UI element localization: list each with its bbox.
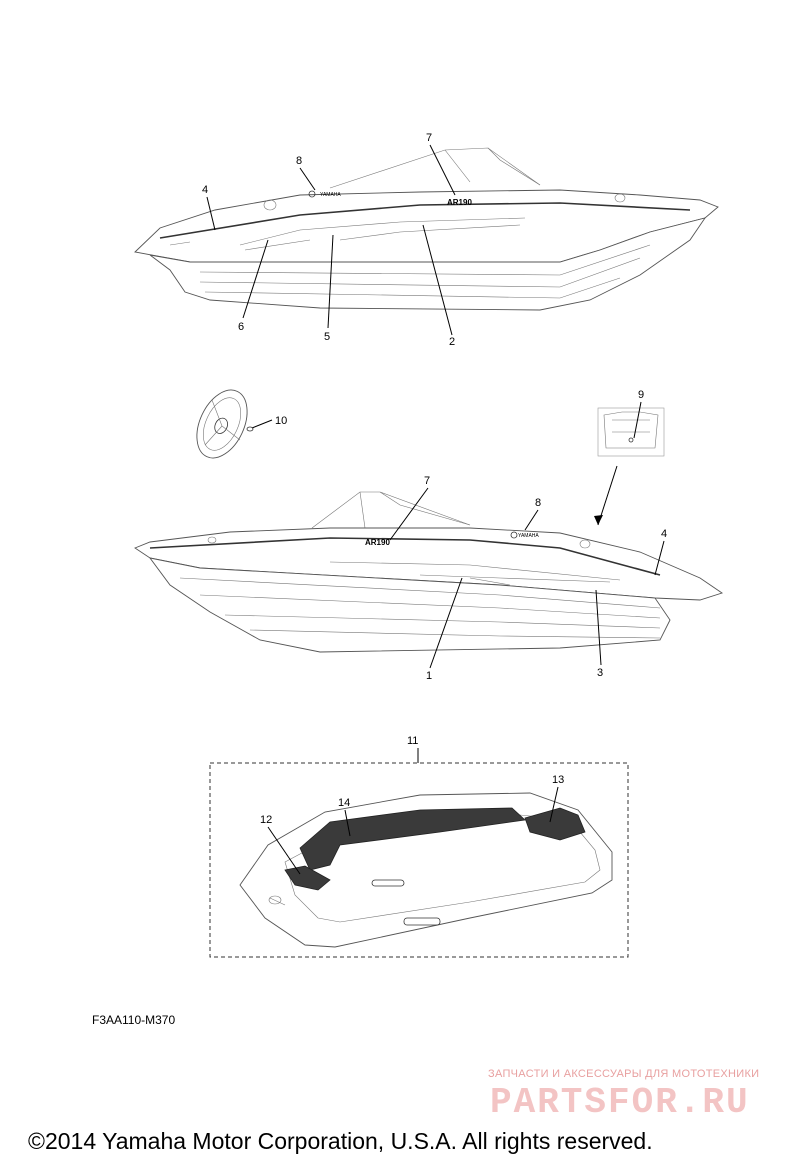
stern-inset: 9 [594, 389, 665, 526]
copyright-notice: ©2014 Yamaha Motor Corporation, U.S.A. A… [28, 1128, 653, 1154]
yamaha-logo-decal-middle: YAMAHA [518, 533, 539, 539]
callout-12: 12 [260, 814, 272, 826]
boat-middle-view: AR190 YAMAHA 7 8 4 1 3 [134, 475, 724, 682]
watermark-logo: PARTSFOR.RU [490, 1082, 750, 1123]
callout-4: 4 [202, 184, 208, 196]
callout-9: 9 [638, 389, 644, 401]
callout-14: 14 [338, 797, 350, 809]
callout-1: 1 [426, 670, 432, 682]
drawing-code: F3AA110-M370 [92, 1013, 176, 1027]
callout-6: 6 [238, 321, 244, 333]
steering-wheel: 10 [196, 389, 287, 459]
hull-name-decal-top: AR190 [447, 198, 472, 207]
callout-3: 3 [597, 667, 603, 679]
yamaha-logo-decal-top: YAMAHA [320, 192, 341, 198]
callout-2: 2 [449, 336, 455, 348]
callout-13: 13 [552, 774, 564, 786]
callout-7: 7 [426, 132, 432, 144]
hull-name-decal-middle: AR190 [365, 538, 390, 547]
callout-11: 11 [407, 735, 418, 747]
mat-set: 11 13 14 12 [209, 735, 629, 958]
callout-5: 5 [324, 331, 330, 343]
callout-10: 10 [275, 415, 287, 427]
boat-top-view: AR190 YAMAHA 8 7 4 6 5 2 [134, 132, 719, 348]
callout-4: 4 [661, 528, 667, 540]
watermark-subtitle: ЗАПЧАСТИ И АКСЕССУАРЫ ДЛЯ МОТОТЕХНИКИ [488, 1068, 760, 1080]
callout-7: 7 [424, 475, 430, 487]
callout-8: 8 [296, 155, 302, 167]
callout-8: 8 [535, 497, 541, 509]
